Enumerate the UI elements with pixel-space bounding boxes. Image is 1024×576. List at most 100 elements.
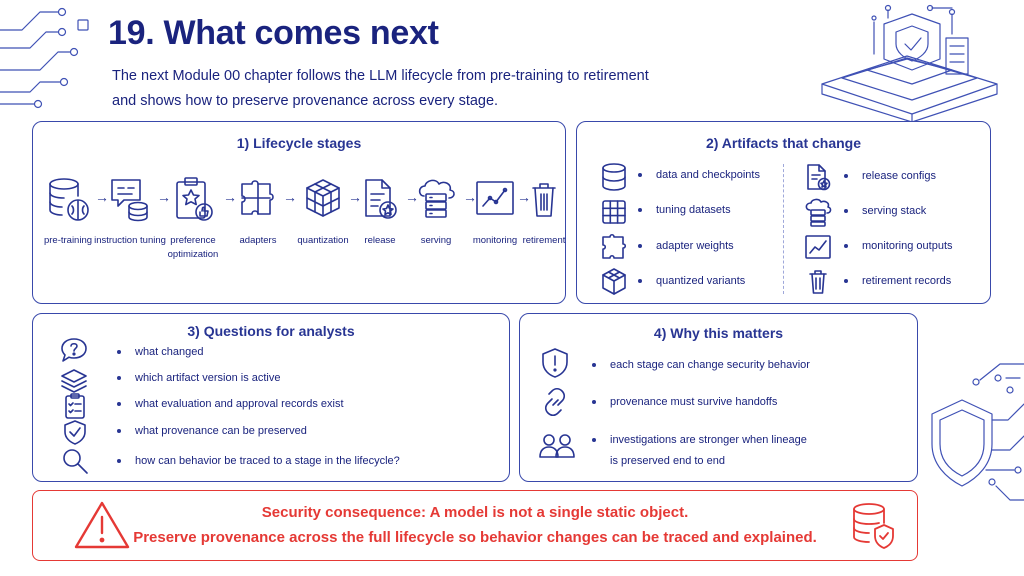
puzzle-icon xyxy=(241,180,274,215)
artifact-label: monitoring outputs xyxy=(862,240,953,252)
trash-icon xyxy=(809,270,827,294)
shield-alert-icon xyxy=(542,348,568,378)
document-badge-icon xyxy=(807,164,831,191)
why-label: investigations are stronger when lineage xyxy=(610,434,807,446)
bullet xyxy=(117,402,121,406)
arrow-right-icon: → xyxy=(95,189,109,205)
database-brain-icon xyxy=(49,178,89,221)
database-shield-icon xyxy=(853,503,894,549)
arrow-right-icon: → xyxy=(348,189,362,205)
bullet xyxy=(844,244,848,248)
artifact-label: adapter weights xyxy=(656,240,734,252)
arrow-right-icon: → xyxy=(517,189,531,205)
list-item: data and checkpoints xyxy=(638,169,760,181)
circuit-decoration-icon xyxy=(0,7,89,109)
list-item: retirement records xyxy=(844,275,951,287)
stage-label: monitoring xyxy=(472,235,518,246)
question-label: how can behavior be traced to a stage in… xyxy=(135,455,400,467)
stage-pre-training: pre-training xyxy=(32,176,104,248)
security-consequence-banner: Security consequence: A model is not a s… xyxy=(32,490,918,561)
artifact-label: quantized variants xyxy=(656,275,746,287)
artifact-label: release configs xyxy=(862,170,936,182)
document-badge-icon xyxy=(365,179,397,219)
arrow-right-icon: → xyxy=(405,189,419,205)
list-item: what evaluation and approval records exi… xyxy=(117,398,344,410)
stage-instruction-tuning: instruction tuning xyxy=(94,176,166,248)
shield-circuit-decoration-icon xyxy=(931,363,1024,501)
bullet xyxy=(638,208,642,212)
cube-icon xyxy=(602,268,626,295)
list-item: how can behavior be traced to a stage in… xyxy=(117,455,400,467)
panel-title: 2) Artifacts that change xyxy=(705,135,862,151)
bullet xyxy=(592,438,596,442)
why-this-matters-panel: 4) Why this matters each stage can chang… xyxy=(519,313,918,482)
panel-title: 4) Why this matters xyxy=(653,325,784,341)
chart-line-icon xyxy=(805,235,831,259)
clipboard-star-icon xyxy=(176,177,213,221)
bullet xyxy=(592,363,596,367)
question-label: what provenance can be preserved xyxy=(135,425,307,437)
bullet xyxy=(117,376,121,380)
list-item: monitoring outputs xyxy=(844,240,953,252)
stage-serving: serving xyxy=(400,176,472,248)
artifact-label: retirement records xyxy=(862,275,952,287)
grid-icon xyxy=(602,200,626,224)
chart-line-icon xyxy=(476,181,514,215)
arrow-right-icon: → xyxy=(283,189,297,205)
stage-preference-optimization: preference optimization xyxy=(157,176,229,262)
bullet xyxy=(844,174,848,178)
security-consequence-line: Preserve provenance across the full life… xyxy=(133,529,817,546)
trash-icon xyxy=(532,183,556,217)
why-label: each stage can change security behavior xyxy=(610,359,810,371)
bullet xyxy=(844,279,848,283)
list-item: serving stack xyxy=(844,205,926,217)
arrow-right-icon: → xyxy=(223,189,237,205)
security-consequence-line: Security consequence: A model is not a s… xyxy=(261,504,689,521)
question-bubble-icon xyxy=(61,338,87,362)
stage-label: preference optimization xyxy=(167,235,219,260)
users-icon xyxy=(539,434,575,458)
question-label: which artifact version is active xyxy=(135,372,281,384)
layers-icon xyxy=(61,369,87,393)
artifact-label: tuning datasets xyxy=(656,204,731,216)
page-subtitle: The next Module 00 chapter follows the L… xyxy=(112,64,752,114)
list-item: what provenance can be preserved xyxy=(117,425,307,437)
panel-title: 3) Questions for analysts xyxy=(187,323,355,339)
shield-check-icon xyxy=(64,420,86,445)
checklist-icon xyxy=(65,393,85,419)
bullet xyxy=(117,350,121,354)
panel-title: 1) Lifecycle stages xyxy=(236,135,362,151)
arrow-right-icon: → xyxy=(157,189,171,205)
why-label: is preserved end to end xyxy=(610,455,725,467)
cube-icon xyxy=(306,179,340,217)
database-icon xyxy=(602,163,626,191)
stage-retirement: retirement xyxy=(508,176,580,248)
subtitle-line: and shows how to preserve provenance acr… xyxy=(112,93,499,109)
stage-label: instruction tuning xyxy=(94,235,166,246)
list-item: each stage can change security behavior xyxy=(592,359,810,371)
stage-label: serving xyxy=(420,235,452,246)
column-divider xyxy=(783,164,784,294)
cloud-server-icon xyxy=(418,179,455,218)
lifecycle-stages-panel: 1) Lifecycle stages pre-training → instr… xyxy=(32,121,566,304)
list-item: provenance must survive handoffs xyxy=(592,396,777,408)
list-item: quantized variants xyxy=(638,275,745,287)
stage-quantization: quantization xyxy=(287,176,359,248)
question-label: what evaluation and approval records exi… xyxy=(135,398,344,410)
artifact-label: serving stack xyxy=(862,205,927,217)
stage-label: quantization xyxy=(297,235,349,246)
list-item: release configs xyxy=(844,170,936,182)
stage-adapters: adapters xyxy=(222,176,294,248)
list-item-continuation: is preserved end to end xyxy=(610,455,725,467)
magnifier-icon xyxy=(63,449,88,474)
arrow-right-icon: → xyxy=(463,189,477,205)
analyst-questions-panel: 3) Questions for analysts what changed w… xyxy=(32,313,510,482)
list-item: what changed xyxy=(117,346,204,358)
cloud-server-icon xyxy=(805,198,832,227)
bullet xyxy=(638,279,642,283)
chat-database-icon xyxy=(111,179,148,222)
why-label: provenance must survive handoffs xyxy=(610,396,778,408)
bullet xyxy=(844,209,848,213)
stage-release: release xyxy=(344,176,416,248)
subtitle-line: The next Module 00 chapter follows the L… xyxy=(112,68,649,84)
